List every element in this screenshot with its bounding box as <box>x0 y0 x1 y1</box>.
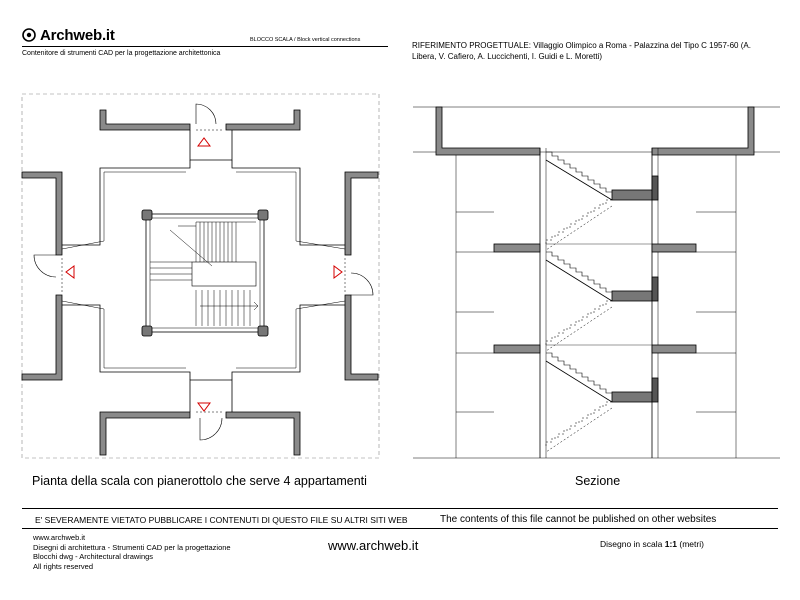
footer-divider-bottom <box>22 528 778 529</box>
wall-bottom-left <box>99 411 191 456</box>
section-caption: Sezione <box>575 474 621 488</box>
category-label: BLOCCO SCALA / Block vertical connection… <box>250 37 361 43</box>
footer-credits: www.archweb.it Disegni di architettura -… <box>33 533 231 571</box>
plan-boundary <box>21 93 380 459</box>
pillar-tr <box>257 209 269 221</box>
wall-right-top <box>344 171 379 256</box>
landing-1 <box>611 189 653 201</box>
footer-line: www.archweb.it <box>33 533 86 542</box>
wall-left-top <box>21 171 63 256</box>
warning-italian: E' SEVERAMENTE VIETATO PUBBLICARE I CONT… <box>35 515 408 525</box>
footer-line: All rights reserved <box>33 561 94 571</box>
scale-note: Disegno in scala 1:1 (metri) <box>600 539 704 549</box>
brand-tagline: Contenitore di strumenti CAD per la prog… <box>22 50 221 57</box>
stair-direction-arrow <box>200 301 259 311</box>
marker-bottom-triangle <box>197 402 211 412</box>
scale-label: Disegno in scala <box>600 539 665 549</box>
footer-divider-top <box>22 508 778 509</box>
pillar-br <box>257 325 269 337</box>
stair-well <box>191 261 257 287</box>
landing-2 <box>611 290 653 302</box>
stair-treads <box>150 221 256 326</box>
wall-left-bottom <box>21 294 63 381</box>
slab-right-1 <box>651 243 697 253</box>
marker-left-triangle <box>65 265 75 279</box>
warning-english: The contents of this file cannot be publ… <box>440 514 717 525</box>
wall-top-right <box>225 109 301 131</box>
scale-unit: (metri) <box>677 539 704 549</box>
marker-right-triangle <box>333 265 343 279</box>
pillar-bl <box>141 325 153 337</box>
footer-site-link[interactable]: www.archweb.it <box>328 538 419 553</box>
roof-right <box>651 106 755 156</box>
wall-bottom-right <box>225 411 301 456</box>
header-divider-left <box>22 46 388 47</box>
brand-name: Archweb.it <box>40 27 115 44</box>
archweb-logo-icon <box>22 28 36 42</box>
slab-right-2 <box>651 344 697 354</box>
wall-top-left <box>99 109 191 131</box>
stair-plan <box>21 93 380 459</box>
landing-3 <box>611 391 653 403</box>
scale-value: 1:1 <box>664 539 678 549</box>
pillar-tl <box>141 209 153 221</box>
entrance-markers <box>65 137 343 412</box>
wall-right-bottom <box>344 294 379 381</box>
footer-line: Disegni di architettura - Strumenti CAD … <box>33 542 231 552</box>
design-reference: RIFERIMENTO PROGETTUALE: Villaggio Olimp… <box>412 41 751 61</box>
stair-section <box>413 106 780 459</box>
slab-left-2 <box>493 344 541 354</box>
stair-core <box>145 213 265 333</box>
marker-top-triangle <box>197 137 211 147</box>
roof-left <box>435 106 541 156</box>
slab-left-1 <box>493 243 541 253</box>
footer-line: Blocchi dwg - Architectural drawings <box>33 552 154 561</box>
plan-caption: Pianta della scala con pianerottolo che … <box>32 474 367 488</box>
